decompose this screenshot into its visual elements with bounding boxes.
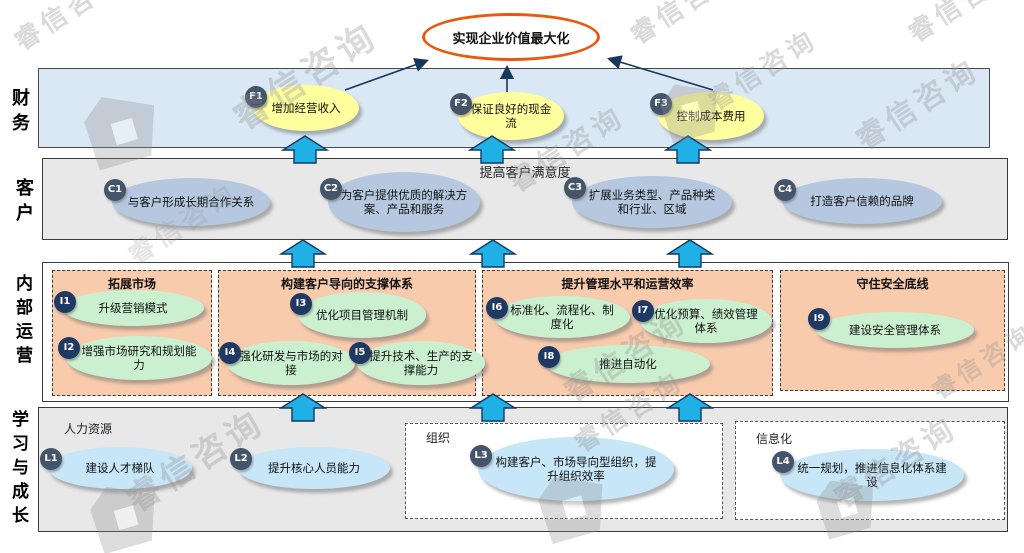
node-I1-badge: I1 [54, 291, 76, 313]
node-L4: L4 统一规划，推进信息化体系建设 [772, 449, 964, 501]
node-F1-badge: F1 [245, 86, 267, 108]
node-I9-badge: I9 [808, 308, 830, 330]
node-I8: I8 推进自动化 [538, 345, 710, 383]
node-L1-text: 建设人才梯队 [85, 460, 155, 475]
node-I4-badge: I4 [219, 342, 241, 364]
group-title: 构建客户导向的支撑体系 [280, 277, 413, 291]
node-C1: C1 与客户形成长期合作关系 [104, 178, 270, 226]
finance-row-label: 财务 [9, 88, 30, 138]
goal-ellipse: 实现企业价值最大化 [422, 13, 600, 61]
learning-row-label: 学习与成长 [8, 410, 28, 530]
goal-label: 实现企业价值最大化 [452, 31, 570, 47]
group-title: 守住安全底线 [856, 277, 929, 291]
node-C1-badge: C1 [104, 179, 126, 201]
customer-band-title: 提高客户满意度 [479, 166, 571, 181]
node-L3: L3 构建客户、市场导向型组织，提升组织效率 [470, 437, 674, 501]
node-L3-badge: L3 [470, 445, 492, 467]
node-L1: L1 建设人才梯队 [40, 447, 192, 489]
watermark-text: 睿信咨询 [625, 0, 746, 51]
node-C3-text: 扩展业务类型、产品种类和行业、区域 [588, 187, 716, 216]
node-I5: I5 提升技术、生产的支撑能力 [349, 341, 485, 385]
node-I8-text: 推进自动化 [599, 356, 657, 371]
informatization-label: 信息化 [756, 432, 793, 446]
node-C4-badge: C4 [774, 179, 796, 201]
node-L4-badge: L4 [772, 451, 794, 473]
node-L3-text: 构建客户、市场导向型组织，提升组织效率 [495, 454, 657, 483]
node-I4-text: 强化研发与市场的对接 [239, 348, 343, 377]
internal-row-label: 内部运营 [12, 274, 32, 370]
node-I1: I1 升级营销模式 [54, 290, 204, 326]
node-C1-text: 与客户形成长期合作关系 [127, 194, 255, 209]
node-I9: I9 建设安全管理体系 [808, 308, 974, 348]
node-I3: I3 优化项目管理机制 [290, 292, 426, 338]
node-C4: C4 打造客户信赖的品牌 [774, 178, 942, 224]
node-I1-text: 升级营销模式 [98, 300, 168, 315]
node-L2-badge: L2 [230, 448, 252, 470]
node-I7-text: 优化预算、绩效管理体系 [654, 306, 758, 335]
node-I3-badge: I3 [290, 293, 312, 315]
watermark-text: 睿信咨询 [903, 0, 1024, 49]
node-C3: C3 扩展业务类型、产品种类和行业、区域 [564, 176, 732, 228]
node-C4-text: 打造客户信赖的品牌 [810, 193, 914, 208]
node-F2-text: 保证良好的现金流 [470, 101, 552, 130]
node-I2-badge: I2 [58, 337, 80, 359]
node-F1: F1 增加经营收入 [245, 85, 359, 131]
group-title: 拓展市场 [107, 277, 156, 291]
node-F2: F2 保证良好的现金流 [450, 92, 564, 140]
node-I7: I7 优化预算、绩效管理体系 [632, 299, 772, 343]
watermark-text: 睿信咨询 [9, 0, 130, 57]
node-L4-text: 统一规划，推进信息化体系建设 [797, 460, 947, 489]
node-I6: I6 标准化、流程化、制度化 [486, 296, 630, 338]
node-I2: I2 增强市场研究和规划能力 [58, 336, 212, 380]
node-C2: C2 为客户提供优质的解决方案、产品和服务 [320, 172, 480, 232]
node-L1-badge: L1 [40, 448, 62, 470]
node-I6-badge: I6 [486, 297, 508, 319]
node-I7-badge: I7 [632, 300, 654, 322]
node-I8-badge: I8 [538, 346, 560, 368]
group-title: 提升管理水平和运营效率 [561, 277, 694, 291]
node-F3: F3 控制成本费用 [650, 92, 764, 140]
node-L2: L2 提升核心人员能力 [230, 447, 390, 489]
node-F3-badge: F3 [650, 93, 672, 115]
node-I5-badge: I5 [349, 342, 371, 364]
node-F2-badge: F2 [450, 93, 472, 115]
customer-row-label: 客户 [13, 178, 34, 228]
node-C3-badge: C3 [564, 177, 586, 199]
hr-area-label: 人力资源 [64, 422, 113, 436]
node-I4: I4 强化研发与市场的对接 [219, 341, 355, 385]
node-F1-text: 增加经营收入 [271, 100, 341, 115]
node-I5-text: 提升技术、生产的支撑能力 [369, 348, 473, 377]
node-C2-badge: C2 [320, 178, 342, 200]
node-I6-text: 标准化、流程化、制度化 [510, 302, 614, 331]
node-I3-text: 优化项目管理机制 [316, 307, 408, 322]
node-L2-text: 提升核心人员能力 [268, 460, 360, 475]
node-I9-text: 建设安全管理体系 [849, 322, 941, 337]
organization-label: 组织 [426, 431, 451, 445]
node-C2-text: 为客户提供优质的解决方案、产品和服务 [340, 187, 468, 216]
node-I2-text: 增强市场研究和规划能力 [81, 343, 197, 372]
node-F3-text: 控制成本费用 [676, 108, 746, 123]
